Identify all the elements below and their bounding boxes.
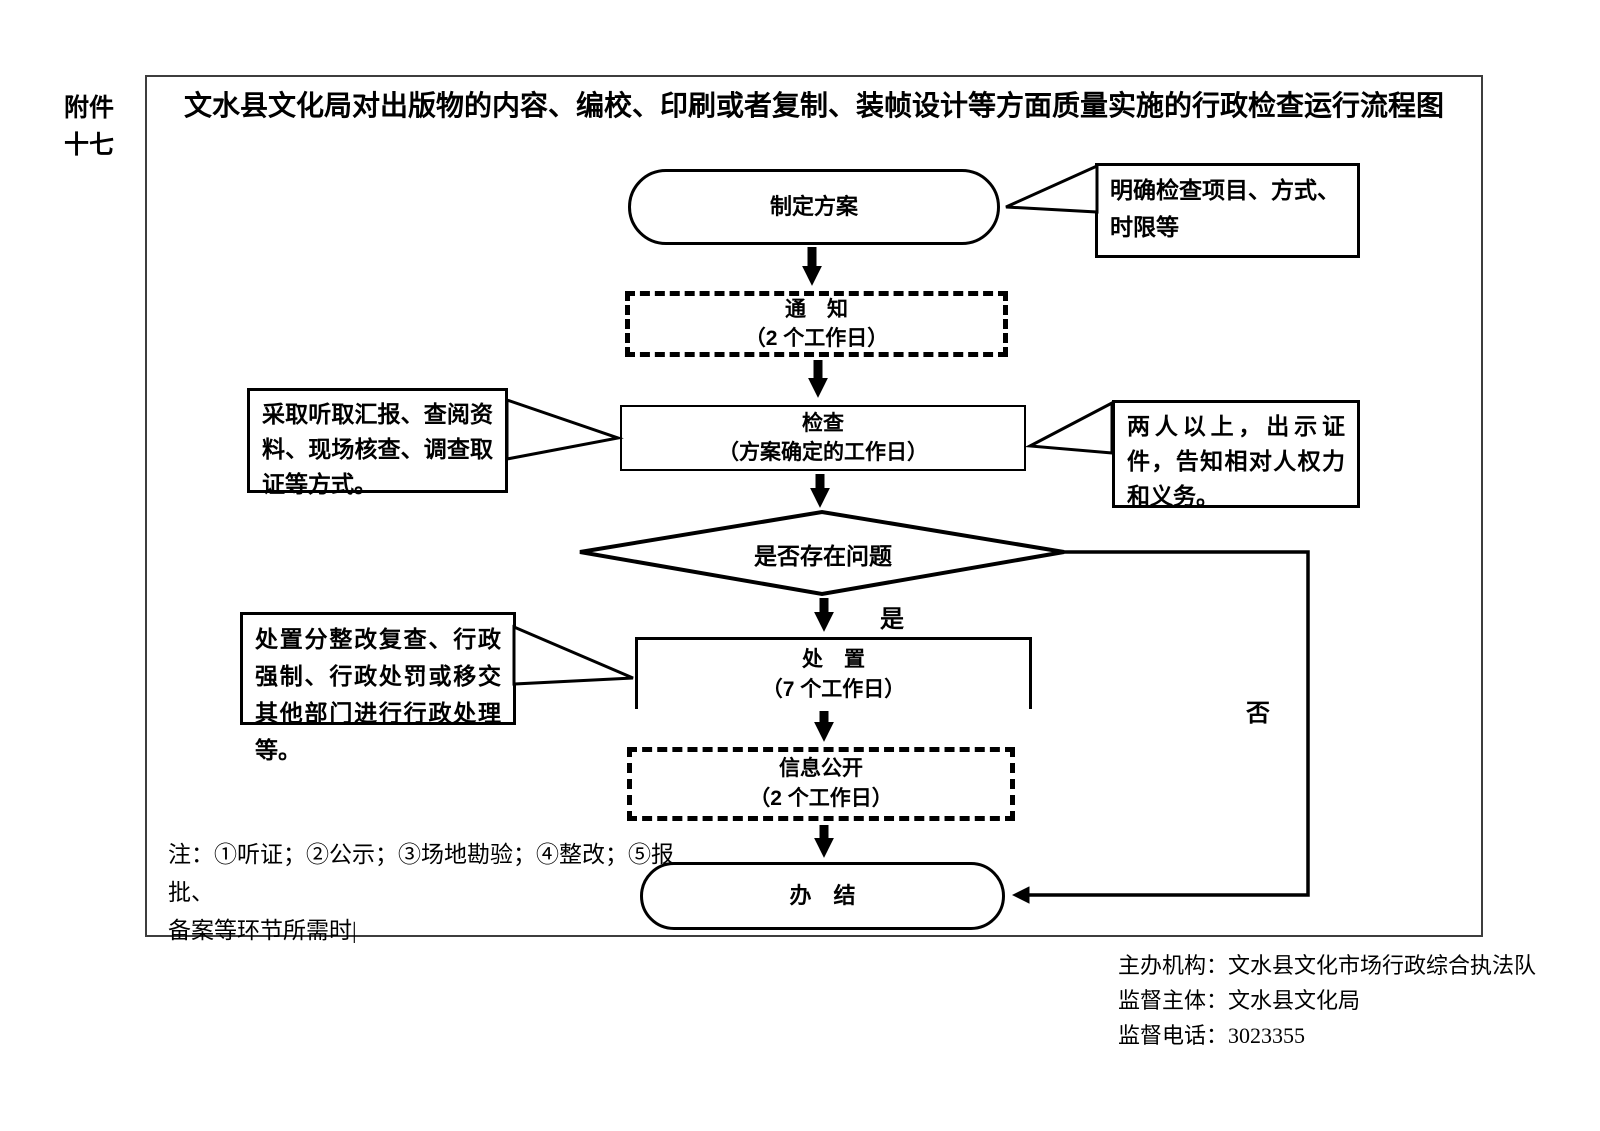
callout-inspect-credentials: 两人以上，出示证件，告知相对人权力和义务。 — [1112, 400, 1360, 509]
node-notify-line2: （2 个工作日） — [744, 327, 889, 350]
callout-plan-note: 明确检查项目、方式、时限等 — [1095, 163, 1360, 258]
footnote-line1: 注：①听证；②公示；③场地勘验；④整改；⑤报批、 — [168, 842, 674, 905]
footer-supervisor: 监督主体：文水县文化局 — [1118, 988, 1361, 1013]
node-dispose: 处 置 （7 个工作日） — [635, 637, 1032, 709]
branch-no-label: 否 — [1246, 700, 1270, 727]
node-dispose-line2: （7 个工作日） — [761, 677, 906, 701]
node-info-line1: 信息公开 — [779, 757, 863, 780]
callout-inspect-methods: 采取听取汇报、查阅资料、现场核查、调查取证等方式。 — [247, 388, 508, 497]
node-notify-line1: 通 知 — [785, 298, 848, 321]
node-make-plan: 制定方案 — [628, 169, 1000, 245]
footnote: 注：①听证；②公示；③场地勘验；④整改；⑤报批、 备案等环节所需时| — [168, 836, 688, 950]
attachment-label: 附件 十七 — [64, 90, 114, 164]
node-inspect-line2: （方案确定的工作日） — [718, 441, 928, 464]
branch-yes-label: 是 — [880, 606, 904, 633]
node-inspect: 检查 （方案确定的工作日） — [620, 405, 1026, 471]
node-info-line2: （2 个工作日） — [749, 787, 893, 810]
footer-phone: 监督电话：3023355 — [1118, 1023, 1306, 1048]
node-dispose-line1: 处 置 — [802, 647, 865, 671]
node-inspect-line1: 检查 — [802, 412, 844, 435]
attachment-line1: 附件 — [64, 95, 115, 122]
attachment-line2: 十七 — [64, 132, 115, 159]
diagram-title: 文水县文化局对出版物的内容、编校、印刷或者复制、装帧设计等方面质量实施的行政检查… — [183, 91, 1444, 122]
node-complete: 办 结 — [640, 862, 1005, 930]
diagram-frame — [145, 75, 1483, 937]
node-make-plan-label: 制定方案 — [769, 194, 858, 219]
node-notify: 通 知 （2 个工作日） — [625, 291, 1008, 357]
node-info-disclosure: 信息公开 （2 个工作日） — [627, 747, 1015, 821]
footnote-line2: 备案等环节所需时| — [168, 918, 357, 943]
decision-label: 是否存在问题 — [754, 543, 892, 569]
node-complete-label: 办 结 — [789, 883, 856, 908]
callout-dispose-note: 处置分整改复查、行政强制、行政处罚或移交其他部门进行行政处理等。 — [240, 612, 516, 763]
footer-organizer: 主办机构：文水县文化市场行政综合执法队 — [1118, 953, 1537, 978]
footer-info: 主办机构：文水县文化市场行政综合执法队 监督主体：文水县文化局 监督电话：302… — [1118, 948, 1536, 1053]
